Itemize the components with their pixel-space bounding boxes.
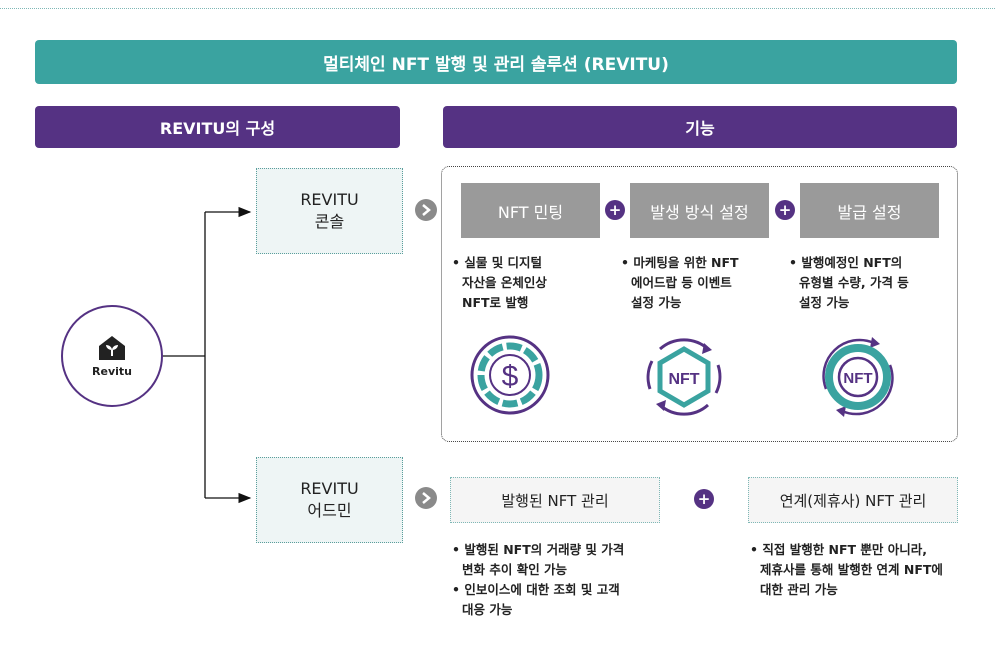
chevron-right-icon	[415, 487, 437, 509]
plus-icon: +	[605, 200, 625, 220]
admin-box: REVITU 어드민	[256, 457, 403, 543]
plus-icon: +	[694, 489, 714, 509]
top-divider	[0, 8, 995, 9]
plus-icon: +	[775, 200, 795, 220]
desc-line: NFT로 발행	[462, 295, 529, 310]
issue-settings-description: • 발행예정인 NFT의 유형별 수량, 가격 등 설정 가능	[789, 253, 949, 313]
nft-hex-label: NFT	[668, 371, 699, 388]
revitu-logo-circle: Revitu	[61, 305, 163, 407]
dollar-coin-icon: $	[470, 335, 550, 415]
console-line1: REVITU	[300, 190, 359, 209]
issued-nft-description: • 발행된 NFT의 거래량 및 가격 변화 추이 확인 가능 • 인보이스에 …	[452, 540, 692, 620]
desc-line: 설정 가능	[631, 295, 682, 310]
features-header: 기능	[443, 106, 957, 148]
desc-line: 설정 가능	[799, 295, 850, 310]
console-line2: 콘솔	[314, 212, 345, 231]
desc-line: 대한 관리 가능	[760, 582, 838, 597]
nft-coin-icon: NFT	[822, 337, 894, 417]
desc-line: • 발행예정인 NFT의	[789, 255, 903, 270]
feature-nft-minting: NFT 민팅	[461, 183, 600, 238]
page-title: 멀티체인 NFT 발행 및 관리 솔루션 (REVITU)	[35, 40, 957, 84]
partner-nft-description: • 직접 발행한 NFT 뿐만 아니라, 제휴사를 통해 발행한 연계 NFT에…	[750, 540, 990, 600]
desc-line: • 직접 발행한 NFT 뿐만 아니라,	[750, 542, 928, 557]
console-features-frame	[441, 166, 958, 442]
desc-line: 에어드랍 등 이벤트	[631, 275, 732, 290]
logo-brand-text: Revitu	[92, 364, 132, 378]
feature-issuance-method: 발생 방식 설정	[630, 183, 769, 238]
minting-description: • 실물 및 디지털 자산을 온체인상 NFT로 발행	[452, 253, 602, 313]
admin-line2: 어드민	[307, 501, 352, 520]
desc-line: • 마케팅을 위한 NFT	[621, 255, 739, 270]
nft-cycle-icon: NFT	[646, 338, 722, 416]
desc-line: 유형별 수량, 가격 등	[799, 275, 909, 290]
partner-nft-management: 연계(제휴사) NFT 관리	[748, 477, 958, 523]
composition-header: REVITU의 구성	[35, 106, 400, 148]
desc-line: 대응 가능	[462, 602, 513, 617]
desc-line: • 인보이스에 대한 조회 및 고객	[452, 582, 620, 597]
chevron-right-icon	[415, 199, 437, 221]
issued-nft-management: 발행된 NFT 관리	[450, 477, 660, 523]
desc-line: 변화 추이 확인 가능	[462, 562, 568, 577]
svg-text:$: $	[502, 360, 519, 393]
console-box: REVITU 콘솔	[256, 168, 403, 254]
admin-line1: REVITU	[300, 479, 359, 498]
desc-line: • 실물 및 디지털	[452, 255, 543, 270]
desc-line: 제휴사를 통해 발행한 연계 NFT에	[760, 562, 943, 577]
desc-line: • 발행된 NFT의 거래량 및 가격	[452, 542, 625, 557]
issuance-description: • 마케팅을 위한 NFT 에어드랍 등 이벤트 설정 가능	[621, 253, 781, 313]
desc-line: 자산을 온체인상	[462, 275, 547, 290]
nft-coin-label: NFT	[843, 370, 872, 387]
house-plant-icon	[99, 335, 125, 360]
feature-issue-settings: 발급 설정	[800, 183, 939, 238]
